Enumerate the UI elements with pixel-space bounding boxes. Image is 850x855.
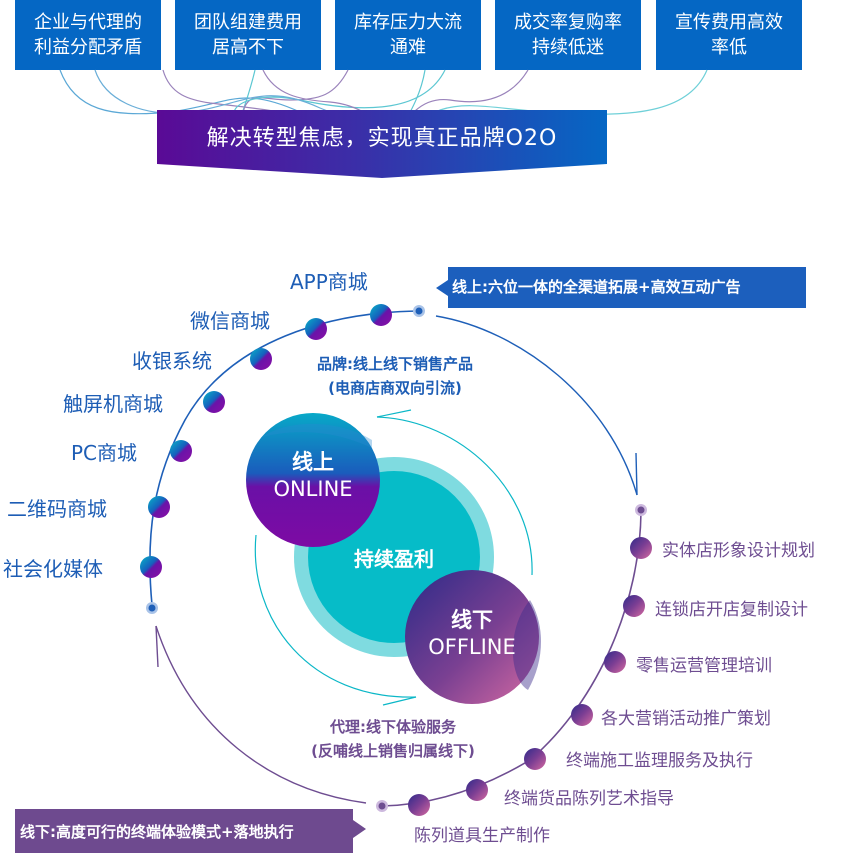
offline-circle — [405, 570, 539, 704]
channel-label: 社会化媒体 — [3, 557, 103, 581]
service-label: 陈列道具生产制作 — [414, 826, 550, 846]
online-circle-en: ONLINE — [273, 477, 353, 501]
channel-label: 触屏机商城 — [63, 392, 163, 416]
pain-point-box: 成交率复购率 持续低迷 — [495, 0, 641, 70]
service-label: 各大营销活动推广策划 — [601, 709, 771, 729]
service-dot — [408, 794, 430, 816]
cycle-arrow — [254, 534, 417, 698]
channel-label: PC商城 — [71, 441, 138, 465]
channel-label: APP商城 — [290, 270, 368, 294]
service-dot — [571, 704, 593, 726]
channel-label: 微信商城 — [190, 309, 270, 333]
agent-note-line: (反哺线上销售归属线下) — [311, 742, 475, 760]
service-label: 零售运营管理培训 — [636, 656, 772, 676]
pain-point-box: 库存压力大流 通难 — [335, 0, 481, 70]
channel-dot — [305, 318, 327, 340]
agent-note-line: 代理:线下体验服务 — [330, 718, 456, 736]
online-arc — [149, 310, 420, 606]
online-flow-arrow — [435, 315, 638, 496]
online-circle-cn: 线上 — [292, 450, 334, 474]
pain-point-line: 通难 — [390, 37, 426, 58]
service-label: 终端施工监理服务及执行 — [566, 751, 753, 771]
pain-point-line: 宣传费用高效 — [675, 12, 783, 33]
offline-flow-arrow — [155, 625, 367, 804]
pain-point-line: 居高不下 — [212, 37, 284, 58]
service-dot — [630, 537, 652, 559]
pain-point-box: 企业与代理的 利益分配矛盾 — [15, 0, 161, 70]
offline-circle-cn: 线下 — [451, 608, 493, 632]
service-dot — [623, 595, 645, 617]
pain-point-line: 利益分配矛盾 — [34, 37, 142, 58]
service-dot — [604, 651, 626, 673]
pain-point-box: 团队组建费用 居高不下 — [175, 0, 321, 70]
brand-note: 品牌:线上线下销售产品 (电商店商双向引流) — [290, 352, 500, 400]
pain-point-line: 库存压力大流 — [354, 12, 462, 33]
pain-point-box: 宣传费用高效 率低 — [656, 0, 802, 70]
online-tag-shape — [436, 267, 806, 308]
channel-dot — [140, 556, 162, 578]
offline-service-dots — [408, 537, 652, 816]
channel-dot — [203, 391, 225, 413]
offline-tag-shape — [15, 809, 366, 853]
pain-point-line: 率低 — [711, 37, 747, 58]
offline-tag: 线下:高度可行的终端体验模式+落地执行 — [20, 823, 294, 841]
offline-circle-label: 线下 OFFLINE — [405, 607, 539, 661]
agent-note: 代理:线下体验服务 (反哺线上销售归属线下) — [283, 715, 503, 763]
online-circle — [246, 413, 380, 547]
service-dot — [466, 779, 488, 801]
service-label: 连锁店开店复制设计 — [655, 600, 808, 620]
service-label: 实体店形象设计规划 — [662, 541, 815, 561]
channel-label: 收银系统 — [132, 349, 212, 373]
pain-point-line: 持续低迷 — [532, 37, 604, 58]
offline-circle-en: OFFLINE — [428, 635, 516, 659]
channel-dot — [148, 496, 170, 518]
banner-shape — [157, 110, 607, 178]
service-dot — [524, 748, 546, 770]
banner-title: 解决转型焦虑，实现真正品牌O2O — [206, 126, 558, 151]
pain-point-line: 企业与代理的 — [34, 12, 142, 33]
pain-point-line: 团队组建费用 — [194, 12, 302, 33]
service-label: 终端货品陈列艺术指导 — [504, 789, 674, 809]
connector-curve — [233, 69, 446, 126]
cycle-arrow — [376, 416, 533, 576]
online-tag: 线上:六位一体的全渠道拓展+高效互动广告 — [452, 278, 741, 296]
brand-note-line: 品牌:线上线下销售产品 — [317, 355, 473, 373]
online-circle-label: 线上 ONLINE — [246, 449, 380, 503]
pain-point-line: 成交率复购率 — [514, 12, 622, 33]
brand-note-line: (电商店商双向引流) — [328, 379, 462, 397]
online-channel-dots — [140, 304, 392, 578]
channel-dot — [170, 440, 192, 462]
channel-label: 二维码商城 — [7, 497, 107, 521]
channel-dot — [370, 304, 392, 326]
channel-dot — [250, 348, 272, 370]
offline-arc — [381, 511, 642, 807]
center-label: 持续盈利 — [354, 547, 434, 571]
